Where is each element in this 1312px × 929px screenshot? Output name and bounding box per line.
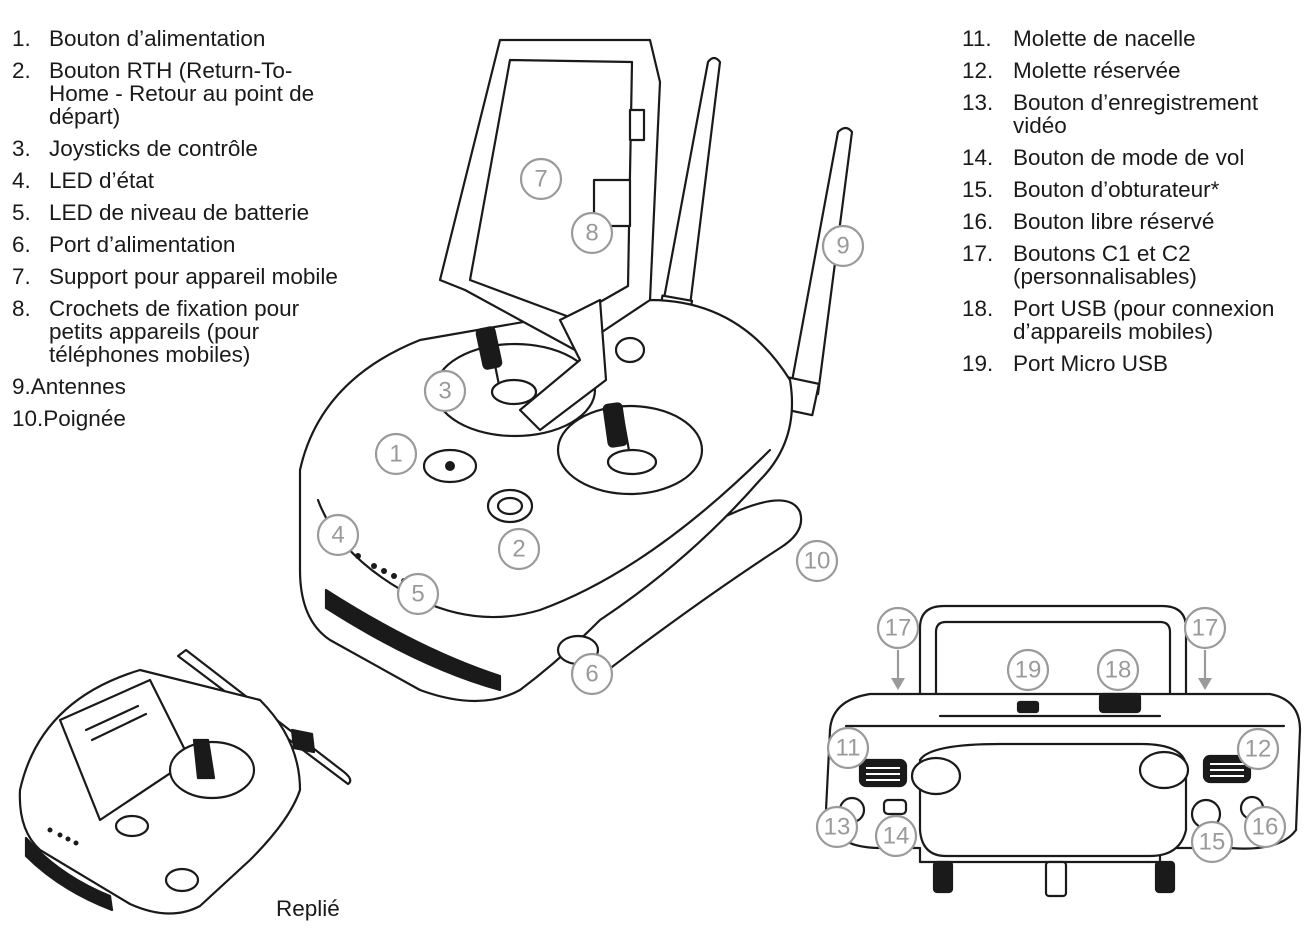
legend-item-6: 6.Port d’alimentation xyxy=(12,232,236,257)
callout-18-label: 18 xyxy=(1105,657,1132,684)
callout-9: 9 xyxy=(821,224,865,268)
legend-item-12: 12.Molette réservée xyxy=(962,58,1181,83)
legend-right: 11.Molette de nacelle 12.Molette réservé… xyxy=(962,27,1312,384)
callout-11-label: 11 xyxy=(836,735,861,762)
callout-15: 15 xyxy=(1190,820,1234,864)
legend-left: 1.Bouton d’alimentation 2.Bouton RTH (Re… xyxy=(12,27,352,439)
legend-item-17: 17.Boutons C1 et C2 (personnalisables) xyxy=(962,241,1197,289)
callout-14: 14 xyxy=(874,814,918,858)
callout-4: 4 xyxy=(316,513,360,557)
legend-item-5: 5.LED de niveau de batterie xyxy=(12,200,310,225)
callout-14-label: 14 xyxy=(883,823,910,850)
callout-3: 3 xyxy=(423,369,467,413)
legend-item-4: 4.LED d’état xyxy=(12,168,155,193)
callout-17-left: 17 xyxy=(876,606,920,650)
micro-usb-port xyxy=(1016,700,1040,714)
legend-item-18: 18.Port USB (pour connexion d’appareils … xyxy=(962,296,1275,344)
callout-13: 13 xyxy=(815,805,859,849)
antenna-right xyxy=(777,126,854,417)
legend-item-9: 9.Antennes xyxy=(12,374,126,399)
right-control-stick xyxy=(602,402,658,476)
callout-16: 16 xyxy=(1243,805,1287,849)
callout-3-label: 3 xyxy=(438,378,451,405)
rth-button xyxy=(486,488,534,524)
rear-controller-illustration xyxy=(824,604,1302,898)
legend-item-16: 16.Bouton libre réservé xyxy=(962,209,1215,234)
callout-9-label: 9 xyxy=(836,233,849,260)
gimbal-dial xyxy=(858,758,908,788)
legend-item-19: 19.Port Micro USB xyxy=(962,351,1169,376)
legend-item-1: 1.Bouton d’alimentation xyxy=(12,26,266,51)
callout-8: 8 xyxy=(570,211,614,255)
callout-6: 6 xyxy=(570,652,614,696)
callout-17-right-label: 17 xyxy=(1192,615,1219,642)
callout-12: 12 xyxy=(1236,727,1280,771)
callout-6-label: 6 xyxy=(585,661,598,688)
antenna-left xyxy=(656,56,722,328)
power-button xyxy=(422,448,478,484)
c2-arrow xyxy=(1198,650,1212,690)
callout-7: 7 xyxy=(519,157,563,201)
legend-item-8: 8.Crochets de fixation pour petits appar… xyxy=(12,296,300,367)
callout-7-label: 7 xyxy=(534,166,547,193)
status-led xyxy=(355,553,361,559)
callout-2-label: 2 xyxy=(512,536,525,563)
callout-4-label: 4 xyxy=(331,522,344,549)
legend-item-10: 10.Poignée xyxy=(12,406,126,431)
legend-item-2: 2.Bouton RTH (Return-To-Home - Retour au… xyxy=(12,58,315,129)
callout-17-right: 17 xyxy=(1183,606,1227,650)
callout-17-left-label: 17 xyxy=(885,615,912,642)
callout-19: 19 xyxy=(1006,648,1050,692)
legend-item-7: 7.Support pour appareil mobile xyxy=(12,264,338,289)
callout-2: 2 xyxy=(497,527,541,571)
legend-item-13: 13.Bouton d’enregistrement vidéo xyxy=(962,90,1259,138)
callout-5: 5 xyxy=(396,572,440,616)
callout-19-label: 19 xyxy=(1015,657,1042,684)
callout-15-label: 15 xyxy=(1199,829,1226,856)
callout-10: 10 xyxy=(795,539,839,583)
callout-13-label: 13 xyxy=(824,814,851,841)
clamp-hooks xyxy=(592,178,632,228)
legend-item-14: 14.Bouton de mode de vol xyxy=(962,145,1245,170)
callout-16-label: 16 xyxy=(1252,814,1279,841)
callout-10-label: 10 xyxy=(804,548,831,575)
callout-1-label: 1 xyxy=(389,441,402,468)
callout-1: 1 xyxy=(374,432,418,476)
folded-caption: Replié xyxy=(276,896,340,921)
flight-mode-switch xyxy=(882,798,908,816)
left-control-stick xyxy=(475,326,538,406)
callout-18: 18 xyxy=(1096,648,1140,692)
main-controller-illustration xyxy=(298,38,854,703)
c1-arrow xyxy=(891,650,905,690)
reserved-dial xyxy=(1202,754,1252,784)
legend-item-3: 3.Joysticks de contrôle xyxy=(12,136,258,161)
callout-12-label: 12 xyxy=(1245,736,1272,763)
callout-11: 11 xyxy=(826,726,870,770)
legend-item-11: 11.Molette de nacelle xyxy=(962,26,1196,51)
speaker-grille xyxy=(324,588,502,692)
legend-item-15: 15.Bouton d’obturateur* xyxy=(962,177,1220,202)
folded-controller-illustration xyxy=(18,648,352,915)
callout-8-label: 8 xyxy=(585,220,598,247)
usb-port xyxy=(1098,692,1142,714)
callout-5-label: 5 xyxy=(411,581,424,608)
